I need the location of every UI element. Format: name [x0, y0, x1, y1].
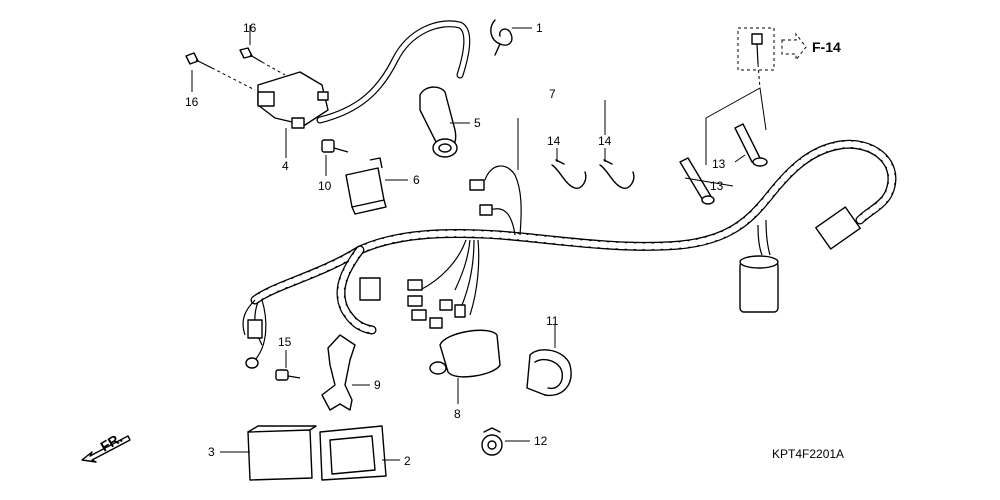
leader-lines	[191, 25, 746, 461]
callout-14-b: 14	[598, 134, 612, 148]
band-13-a	[679, 157, 715, 205]
relay-connector	[359, 277, 381, 301]
callout-13-b: 13	[710, 179, 724, 193]
callout-16-b: 16	[185, 95, 199, 109]
callout-10: 10	[318, 179, 332, 193]
callout-16-a: 16	[243, 21, 257, 35]
callout-8: 8	[454, 407, 461, 421]
cdi-unit	[345, 157, 387, 215]
clamp-14-b	[599, 159, 635, 189]
catalog-code: KPT4F2201A	[772, 447, 844, 461]
spark-plug-cap	[419, 86, 458, 158]
callout-12: 12	[534, 434, 548, 448]
bolt-16-b	[239, 47, 286, 76]
front-label: FR.	[98, 429, 126, 454]
main-wire-harness	[242, 139, 897, 369]
callout-labels: 1 2 3 4 5 6 7 8 9 10 11 12 13 13 14 14 1…	[98, 21, 845, 468]
front-direction-arrow	[81, 435, 131, 463]
callout-4: 4	[282, 159, 289, 173]
bolt-16-a	[185, 52, 256, 91]
callout-9: 9	[374, 378, 381, 392]
callout-1: 1	[536, 21, 543, 35]
callout-14-a: 14	[547, 134, 561, 148]
callout-13-a: 13	[712, 157, 726, 171]
band-13-mount-line	[705, 87, 767, 131]
f14-reference-label: F-14	[812, 39, 841, 55]
high-tension-cable	[316, 20, 471, 124]
condenser	[739, 255, 779, 313]
cover-3	[247, 425, 317, 481]
band-13-b	[734, 123, 768, 167]
callout-2: 2	[404, 454, 411, 468]
callout-15: 15	[278, 335, 292, 349]
f14-reference-arrow	[781, 32, 807, 62]
band-11	[526, 349, 572, 397]
callout-5: 5	[474, 116, 481, 130]
callout-11: 11	[546, 314, 559, 328]
callout-6: 6	[413, 173, 420, 187]
left-connector	[247, 319, 263, 339]
f14-bolt	[737, 27, 775, 89]
callout-3: 3	[208, 445, 215, 459]
resistor-8	[429, 329, 501, 378]
bracket-9	[321, 334, 356, 411]
clamp-12	[481, 427, 503, 456]
bolt-15	[275, 369, 301, 381]
bolt-10	[321, 139, 349, 153]
ignition-coil	[257, 71, 329, 129]
callout-7: 7	[549, 87, 556, 101]
right-coupler	[815, 206, 861, 250]
cover-2	[319, 425, 387, 481]
clip-1	[490, 19, 513, 56]
clamp-14-a	[551, 159, 587, 189]
